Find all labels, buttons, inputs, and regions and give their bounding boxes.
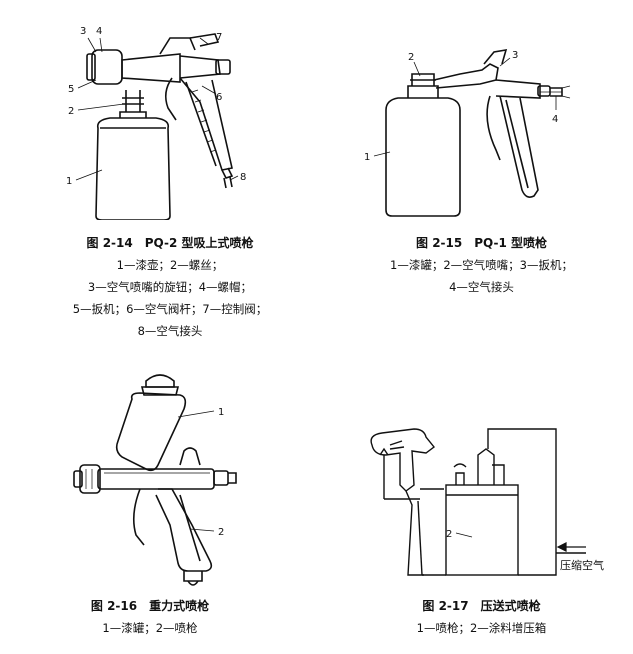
figure-2-14-callout-8: 8 <box>240 172 246 183</box>
pressure-feed-spray-gun-drawing: 2 压缩空气 <box>370 428 604 576</box>
figure-2-15-caption: 图 2-15 PQ-1 型喷枪 1—漆罐；2—空气喷嘴；3—扳机； 4—空气接头 <box>330 232 633 298</box>
figure-2-14-callout-4: 4 <box>96 26 102 37</box>
figure-2-14-caption: 图 2-14 PQ-2 型吸上式喷枪 1—漆壶；2—螺丝； 3—空气喷嘴的旋钮；… <box>20 232 320 342</box>
figure-2-17-title: 图 2-17 压送式喷枪 <box>422 599 541 613</box>
figure-2-14-callout-3: 3 <box>80 26 86 37</box>
figure-2-15-legend-line-2: 4—空气接头 <box>449 280 514 294</box>
figure-2-14-drawing: 3 4 5 2 1 6 7 8 <box>40 20 280 220</box>
pq1-spray-gun-drawing: 2 3 1 4 <box>364 49 571 217</box>
figure-2-17: 2 压缩空气 图 2-17 压送式喷枪 1—喷枪；2—涂料增压箱 <box>330 355 633 654</box>
figure-2-15-callout-3: 3 <box>512 50 518 61</box>
figure-2-14-legend-line-4: 8—空气接头 <box>137 324 203 338</box>
figure-2-14-callout-6: 6 <box>216 92 222 103</box>
figure-2-15-drawing: 2 3 1 4 <box>350 40 600 220</box>
suction-spray-gun-drawing: 3 4 5 2 1 6 7 8 <box>66 26 246 220</box>
compressed-air-label: 压缩空气 <box>560 558 604 572</box>
figure-2-15-title: 图 2-15 PQ-1 型喷枪 <box>416 236 547 250</box>
figure-2-16: 1 2 图 2-16 重力式喷枪 1—漆罐；2—喷枪 <box>0 355 320 654</box>
figure-2-16-callout-2: 2 <box>218 527 224 538</box>
figure-2-14: 3 4 5 2 1 6 7 8 图 2-14 PQ-2 型吸上式喷枪 1—漆壶；… <box>0 0 320 345</box>
figure-2-15-callout-4: 4 <box>552 114 558 125</box>
figure-2-14-title: 图 2-14 PQ-2 型吸上式喷枪 <box>86 236 254 250</box>
figure-2-14-legend-line-3: 5—扳机；6—空气阀杆；7—控制阀； <box>72 302 268 316</box>
figure-2-16-caption: 图 2-16 重力式喷枪 1—漆罐；2—喷枪 <box>0 595 300 639</box>
figure-2-17-callout-2: 2 <box>446 529 452 540</box>
figure-2-16-callout-1: 1 <box>218 407 224 418</box>
figure-2-17-caption: 图 2-17 压送式喷枪 1—喷枪；2—涂料增压箱 <box>330 595 633 639</box>
figure-2-14-callout-2: 2 <box>68 106 74 117</box>
figure-2-15-legend-line-1: 1—漆罐；2—空气喷嘴；3—扳机； <box>390 258 573 272</box>
figure-2-15-callout-1: 1 <box>364 152 370 163</box>
figure-2-17-legend-line-1: 1—喷枪；2—涂料增压箱 <box>416 621 547 635</box>
figure-2-14-legend-line-1: 1—漆壶；2—螺丝； <box>116 258 224 272</box>
figure-2-14-callout-1: 1 <box>66 176 72 187</box>
figure-2-15: 2 3 1 4 图 2-15 PQ-1 型喷枪 1—漆罐；2—空气喷嘴；3—扳机… <box>330 0 633 300</box>
figure-2-14-callout-7: 7 <box>216 32 222 43</box>
figure-2-14-callout-5: 5 <box>68 84 74 95</box>
figure-2-16-legend-line-1: 1—漆罐；2—喷枪 <box>102 621 198 635</box>
figure-2-15-callout-2: 2 <box>408 52 414 63</box>
figure-2-17-drawing: 2 压缩空气 <box>360 425 620 595</box>
figure-2-16-drawing: 1 2 <box>60 365 260 590</box>
gravity-spray-gun-drawing: 1 2 <box>73 374 237 586</box>
figure-2-14-legend-line-2: 3—空气喷嘴的旋钮；4—螺帽； <box>87 280 253 294</box>
figure-2-16-title: 图 2-16 重力式喷枪 <box>90 599 210 613</box>
